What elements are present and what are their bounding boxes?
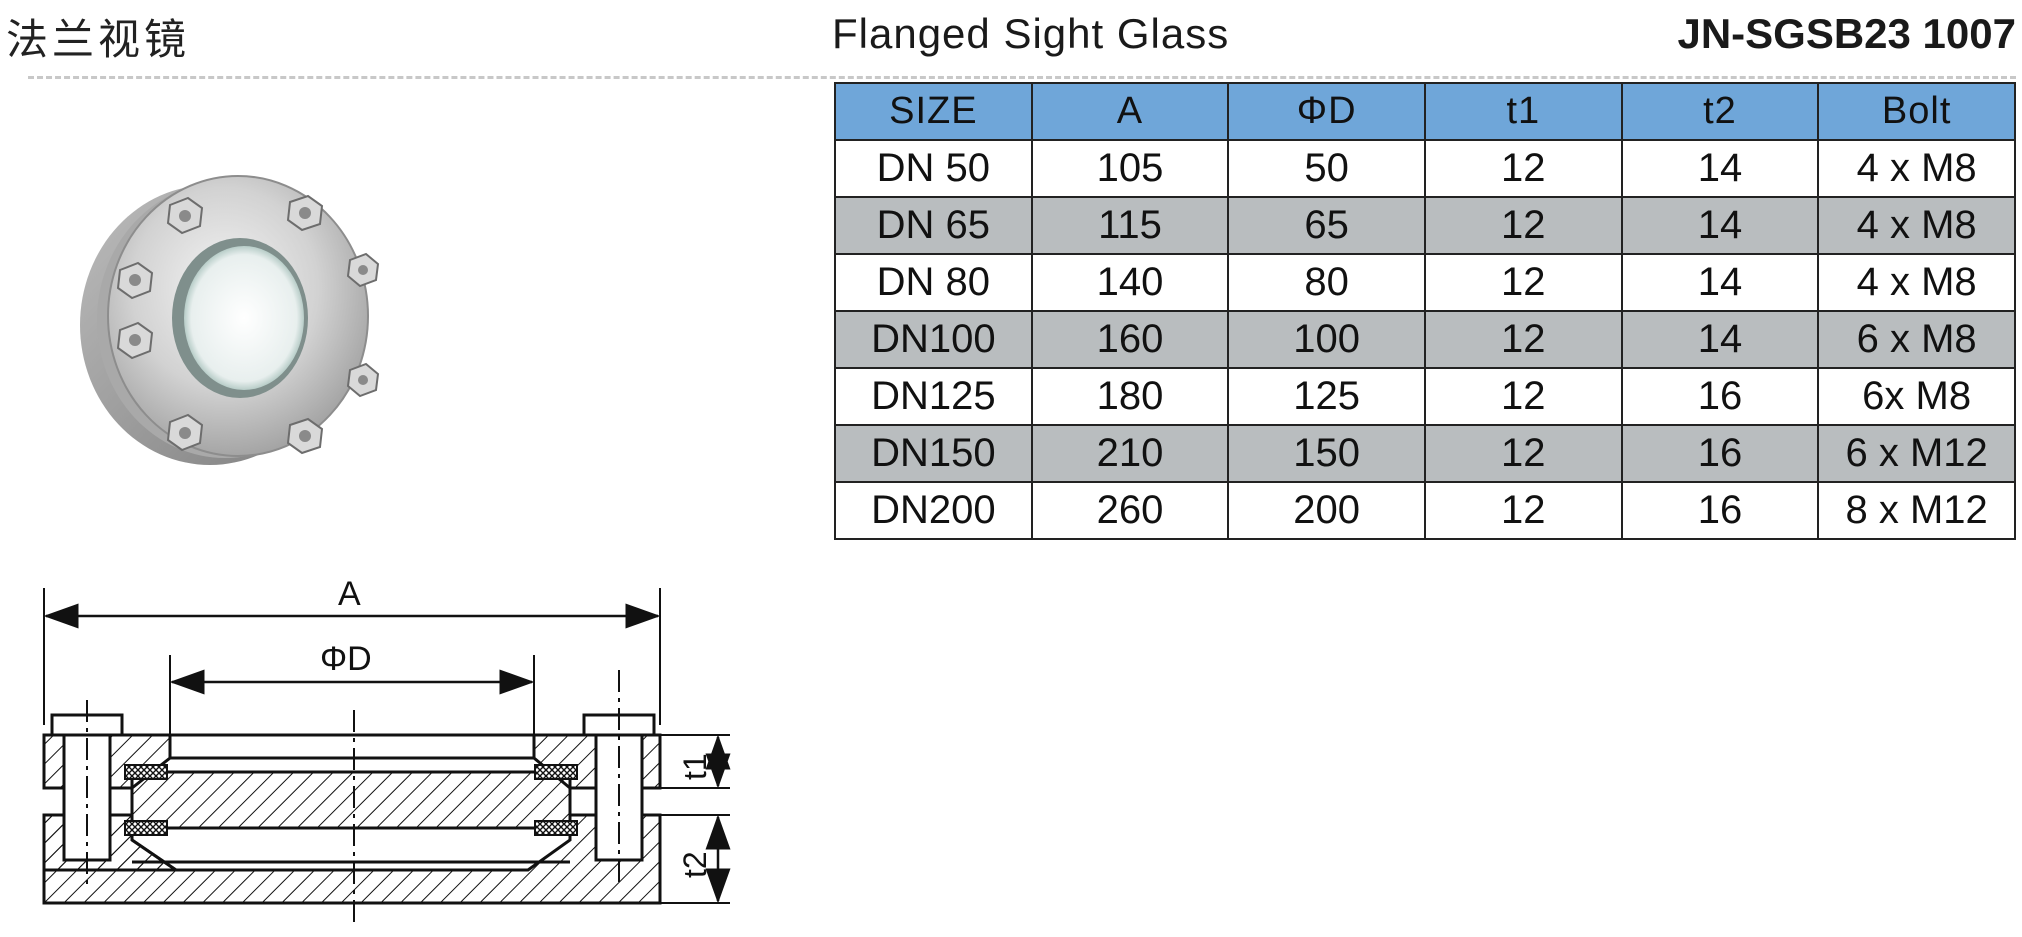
cell-t2: 16: [1620, 481, 1820, 540]
cell-a: 140: [1030, 253, 1230, 312]
cell-a: 115: [1030, 196, 1230, 255]
cell-t2: 14: [1620, 196, 1820, 255]
table-header-row: SIZE A ΦD t1 t2 Bolt: [834, 82, 2016, 141]
cell-bolt: 4 x M8: [1817, 139, 2016, 198]
cell-size: DN 50: [834, 139, 1033, 198]
cell-t2: 14: [1620, 139, 1820, 198]
spec-table: SIZE A ΦD t1 t2 Bolt DN 50 105 50 12 14 …: [834, 82, 2016, 540]
cell-a: 180: [1030, 367, 1230, 426]
cell-d: 80: [1227, 253, 1426, 312]
table-row: DN 80 140 80 12 14 4 x M8: [834, 253, 2016, 312]
header-bolt: Bolt: [1817, 82, 2016, 141]
cell-t1: 12: [1423, 139, 1623, 198]
cell-size: DN200: [834, 481, 1033, 540]
model-number: JN-SGSB23 1007: [1677, 10, 2016, 57]
cell-size: DN 80: [834, 253, 1033, 312]
cell-d: 200: [1227, 481, 1426, 540]
cell-t2: 16: [1620, 367, 1820, 426]
cell-bolt: 8 x M12: [1817, 481, 2016, 540]
cell-t1: 12: [1423, 424, 1623, 483]
product-photo: [80, 175, 380, 465]
cell-a: 210: [1030, 424, 1230, 483]
cell-t2: 16: [1620, 424, 1820, 483]
dimension-t2-label: t2: [677, 851, 713, 878]
cell-bolt: 6 x M12: [1817, 424, 2016, 483]
cell-t1: 12: [1423, 367, 1623, 426]
dimension-a-label: A: [338, 575, 361, 613]
cell-t1: 12: [1423, 196, 1623, 255]
header-t1: t1: [1423, 82, 1623, 141]
table-row: DN200 260 200 12 16 8 x M12: [834, 481, 2016, 540]
header-d: ΦD: [1227, 82, 1426, 141]
table-row: DN 65 115 65 12 14 4 x M8: [834, 196, 2016, 255]
cell-a: 160: [1030, 310, 1230, 369]
cell-t2: 14: [1620, 253, 1820, 312]
dashed-divider: [28, 76, 2016, 79]
title-chinese: 法兰视镜: [6, 15, 191, 64]
header-a: A: [1030, 82, 1230, 141]
cell-d: 125: [1227, 367, 1426, 426]
dimension-d-label: ΦD: [320, 640, 372, 678]
title-english: Flanged Sight Glass: [832, 10, 1230, 57]
cell-t2: 14: [1620, 310, 1820, 369]
header-size: SIZE: [834, 82, 1033, 141]
technical-drawing: A ΦD t1 t2: [42, 575, 731, 922]
cell-d: 50: [1227, 139, 1426, 198]
table-row: DN100 160 100 12 14 6 x M8: [834, 310, 2016, 369]
cell-t1: 12: [1423, 310, 1623, 369]
header-t2: t2: [1620, 82, 1820, 141]
cell-a: 260: [1030, 481, 1230, 540]
cell-size: DN 65: [834, 196, 1033, 255]
cell-d: 100: [1227, 310, 1426, 369]
cell-bolt: 4 x M8: [1817, 196, 2016, 255]
cell-t1: 12: [1423, 253, 1623, 312]
table-row: DN 50 105 50 12 14 4 x M8: [834, 139, 2016, 198]
cell-t1: 12: [1423, 481, 1623, 540]
cell-d: 65: [1227, 196, 1426, 255]
cell-size: DN150: [834, 424, 1033, 483]
table-row: DN150 210 150 12 16 6 x M12: [834, 424, 2016, 483]
cell-a: 105: [1030, 139, 1230, 198]
cell-bolt: 6 x M8: [1817, 310, 2016, 369]
cell-bolt: 4 x M8: [1817, 253, 2016, 312]
cell-d: 150: [1227, 424, 1426, 483]
dimension-t1-label: t1: [677, 753, 713, 780]
table-row: DN125 180 125 12 16 6x M8: [834, 367, 2016, 426]
cell-bolt: 6x M8: [1817, 367, 2016, 426]
cell-size: DN100: [834, 310, 1033, 369]
cell-size: DN125: [834, 367, 1033, 426]
